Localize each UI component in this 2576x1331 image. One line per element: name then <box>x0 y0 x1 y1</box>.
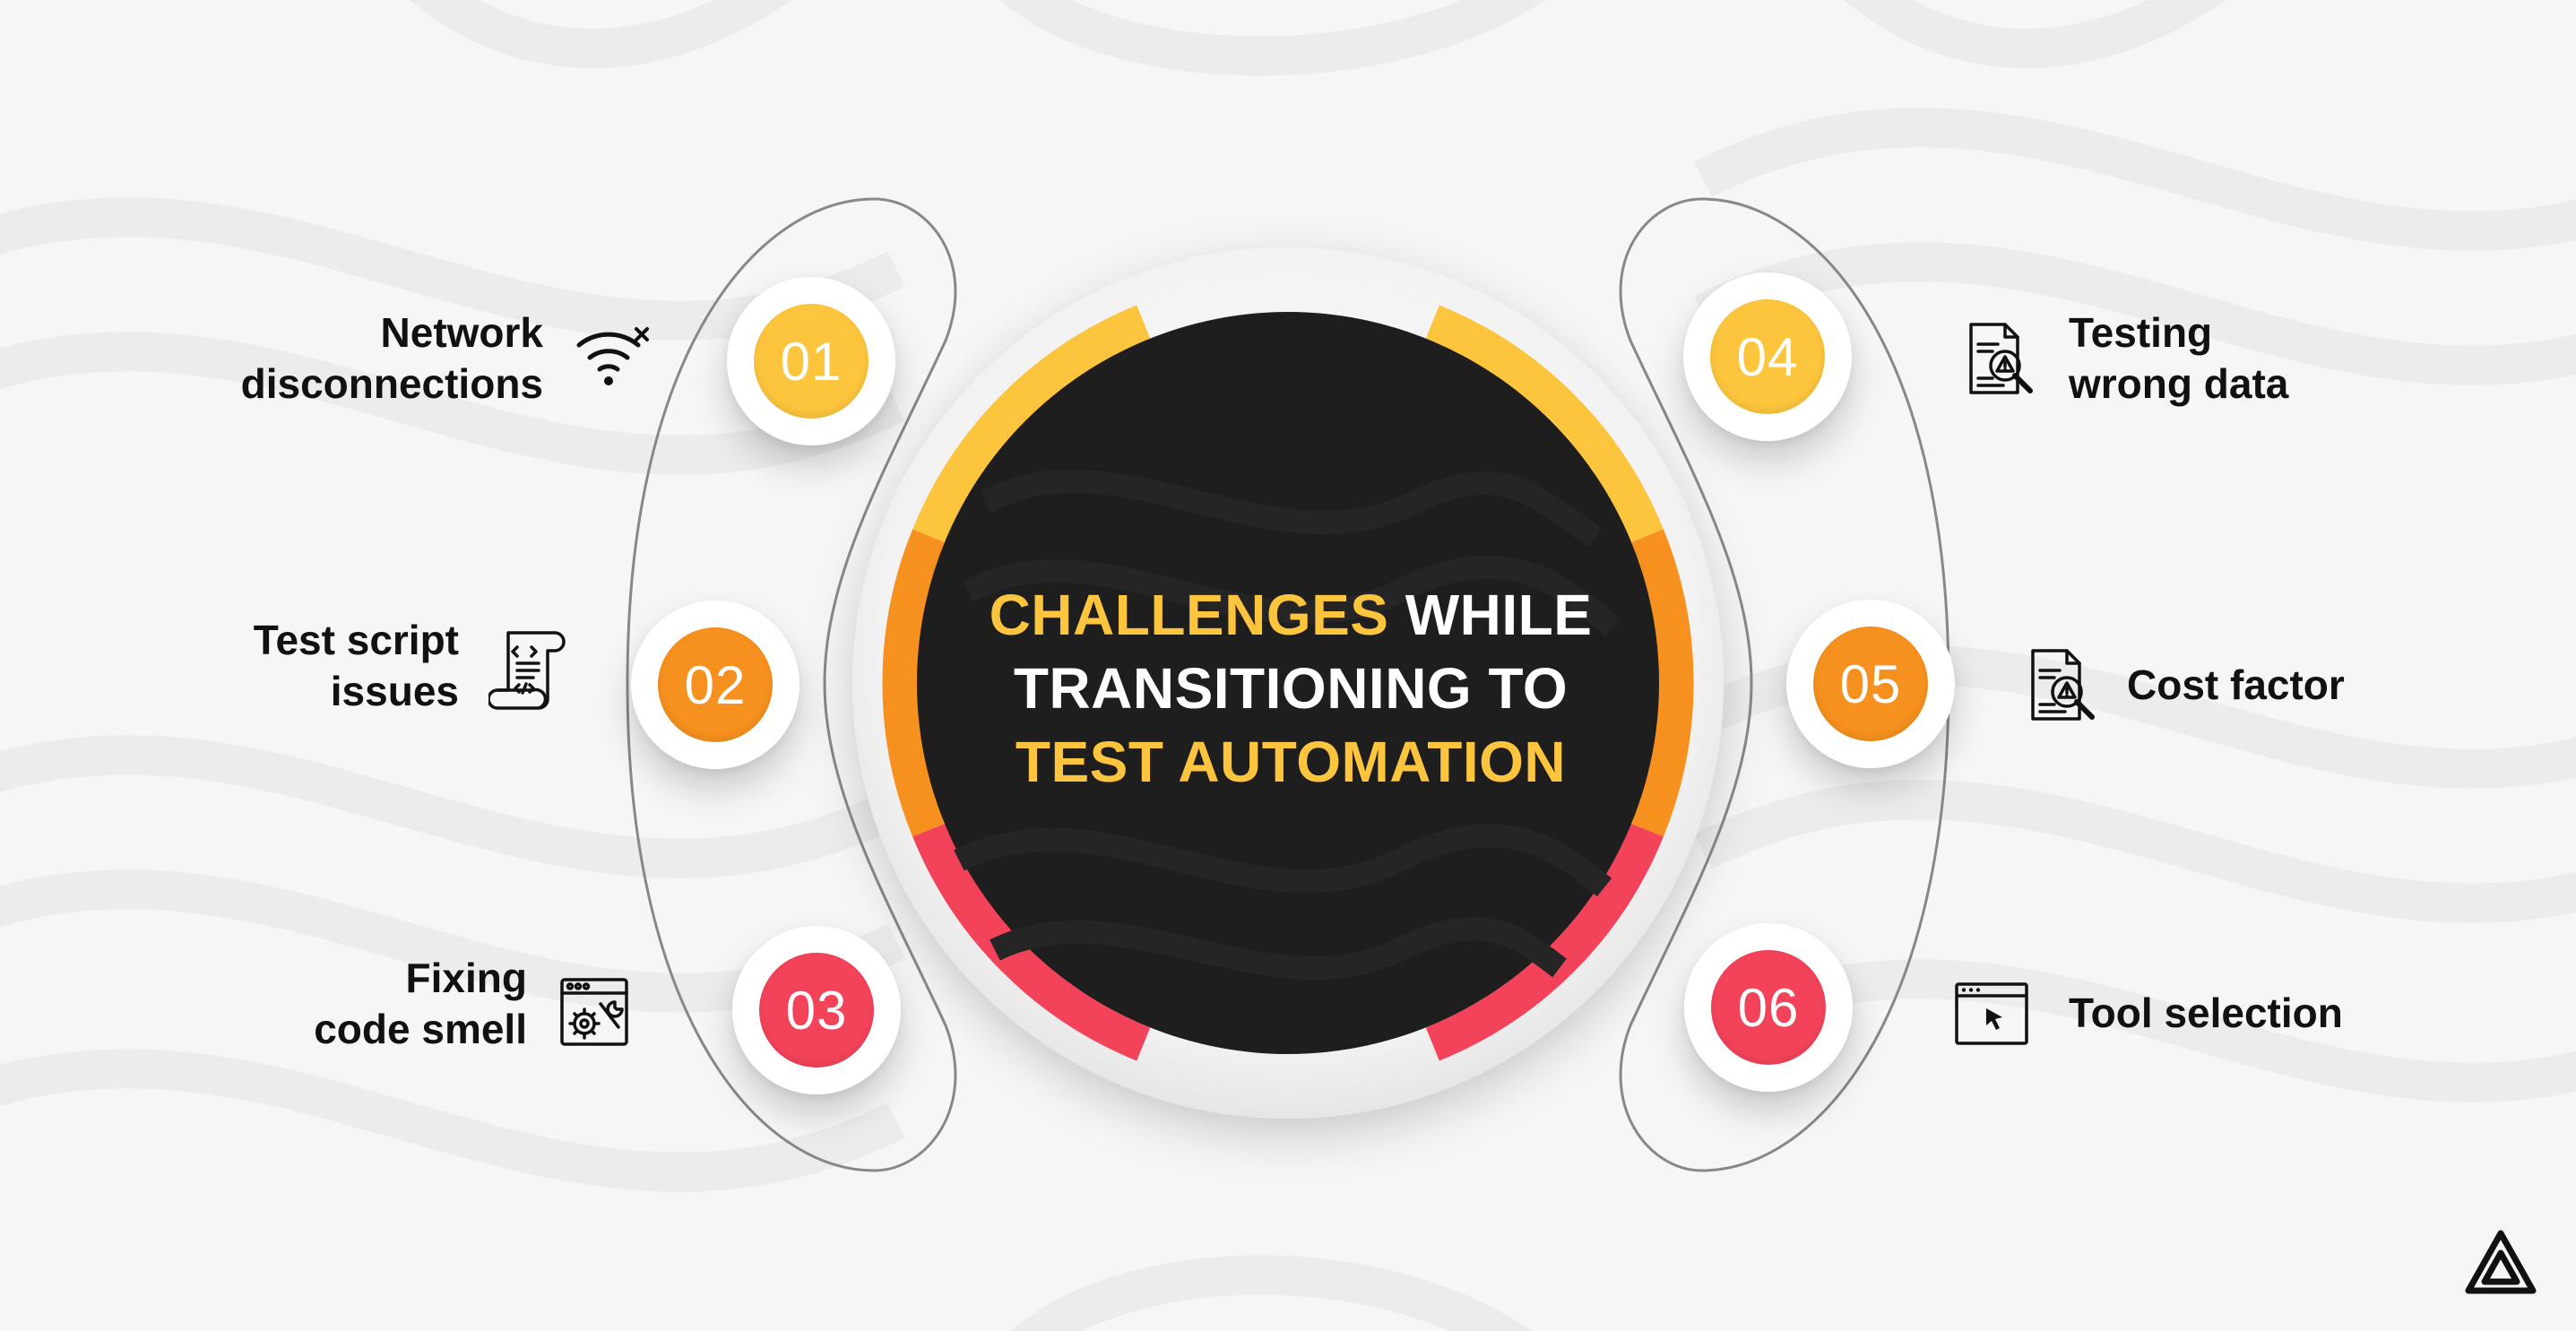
badge-01: 01 <box>727 277 895 445</box>
badge-number-01: 01 <box>754 304 869 419</box>
document-warning-search-icon <box>1969 323 2033 394</box>
label-06-line-1: Tool selection <box>2069 990 2343 1036</box>
ring-segment-orange-right <box>1629 529 1694 837</box>
label-05-line-1: Cost factor <box>2127 661 2345 708</box>
label-02-line-2: issues <box>330 668 459 714</box>
label-fixing-code-smell: Fixing code smell <box>314 953 527 1055</box>
ring-segment-yellow-left <box>912 305 1151 543</box>
ring-segment-orange-left <box>882 529 947 837</box>
ring-segment-red-left <box>912 823 1151 1061</box>
left-connector-outline <box>626 197 957 1172</box>
title-line-1: CHALLENGES WHILE <box>932 578 1649 652</box>
badge-05: 05 <box>1786 600 1955 768</box>
title-line-3: TEST AUTOMATION <box>1015 730 1567 794</box>
label-network-disconnections: Network disconnections <box>241 307 543 410</box>
badge-06: 06 <box>1684 923 1853 1092</box>
label-test-script-issues: Test script issues <box>254 615 459 717</box>
wifi-off-icon <box>576 327 649 385</box>
label-02-line-1: Test script <box>253 617 459 663</box>
label-04-line-2: wrong data <box>2069 360 2289 407</box>
label-testing-wrong-data: Testing wrong data <box>2069 307 2288 410</box>
badge-number-06: 06 <box>1711 950 1826 1065</box>
label-cost-factor: Cost factor <box>2127 660 2345 711</box>
label-03-line-2: code smell <box>314 1006 527 1052</box>
right-connector-outline <box>1619 197 1950 1172</box>
badge-04: 04 <box>1683 272 1852 441</box>
label-tool-selection: Tool selection <box>2069 988 2343 1039</box>
browser-cursor-icon <box>1955 982 2028 1045</box>
label-03-line-1: Fixing <box>405 955 527 1001</box>
badge-02: 02 <box>631 601 800 769</box>
browser-settings-icon <box>560 978 628 1046</box>
title-while: WHILE <box>1388 583 1593 647</box>
badge-03: 03 <box>732 926 901 1094</box>
ring-segment-yellow-right <box>1425 305 1664 543</box>
label-01-line-2: disconnections <box>240 360 543 407</box>
title-highlight-challenges: CHALLENGES <box>989 583 1389 647</box>
title-line-2: TRANSITIONING TO <box>1013 656 1569 721</box>
label-04-line-1: Testing <box>2069 309 2213 356</box>
center-disc <box>917 312 1659 1054</box>
diagram-title: CHALLENGES WHILE TRANSITIONING TO TEST A… <box>932 578 1649 799</box>
label-01-line-1: Network <box>380 309 543 356</box>
badge-number-02: 02 <box>658 627 773 742</box>
script-scroll-icon <box>488 631 566 710</box>
brand-logo-icon <box>2465 1230 2537 1294</box>
badge-number-05: 05 <box>1813 627 1928 741</box>
center-disc-pattern <box>954 469 1621 981</box>
badge-number-03: 03 <box>759 953 874 1067</box>
badge-number-04: 04 <box>1710 299 1825 414</box>
document-warning-search-icon <box>2031 649 2095 721</box>
